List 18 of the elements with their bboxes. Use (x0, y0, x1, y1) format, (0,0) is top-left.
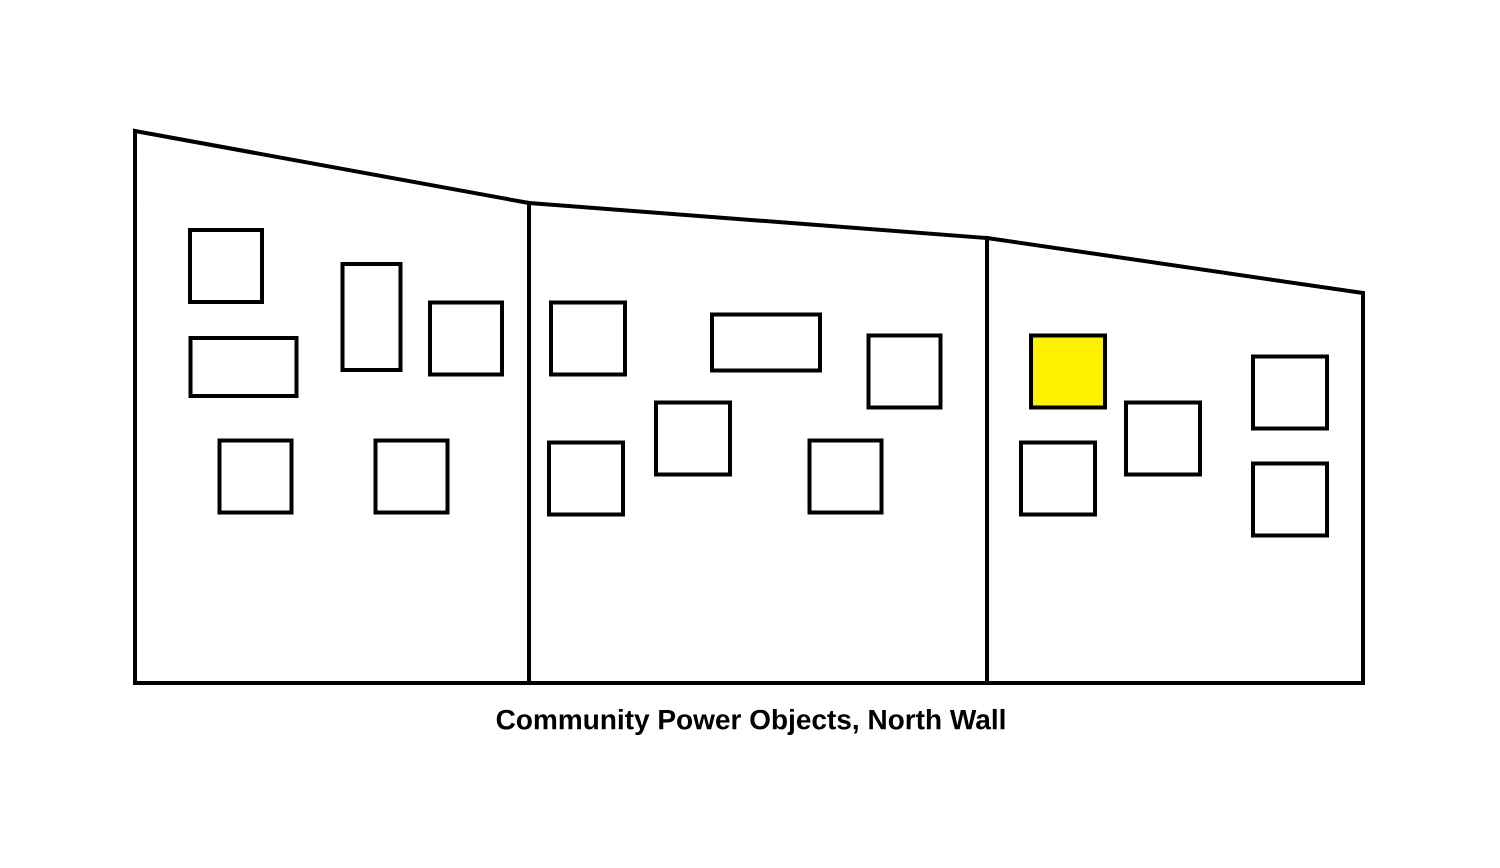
frame-box (188, 228, 264, 304)
frame-box (428, 300, 504, 377)
frame-box (547, 440, 625, 517)
frame-box (549, 300, 627, 377)
frame-box (188, 336, 299, 398)
frame-box (807, 438, 884, 515)
frame-box (1124, 400, 1202, 477)
frame-box (710, 312, 822, 373)
frame-box (1029, 333, 1107, 410)
frame-box (866, 333, 943, 410)
frame-box (373, 438, 450, 515)
frame-box (1251, 354, 1329, 431)
caption: Community Power Objects, North Wall (496, 708, 1005, 736)
frame-box (1251, 461, 1329, 538)
frame-box (654, 400, 732, 477)
frame-box (1019, 440, 1097, 517)
frame-box (340, 262, 403, 372)
frame-box (217, 438, 294, 515)
